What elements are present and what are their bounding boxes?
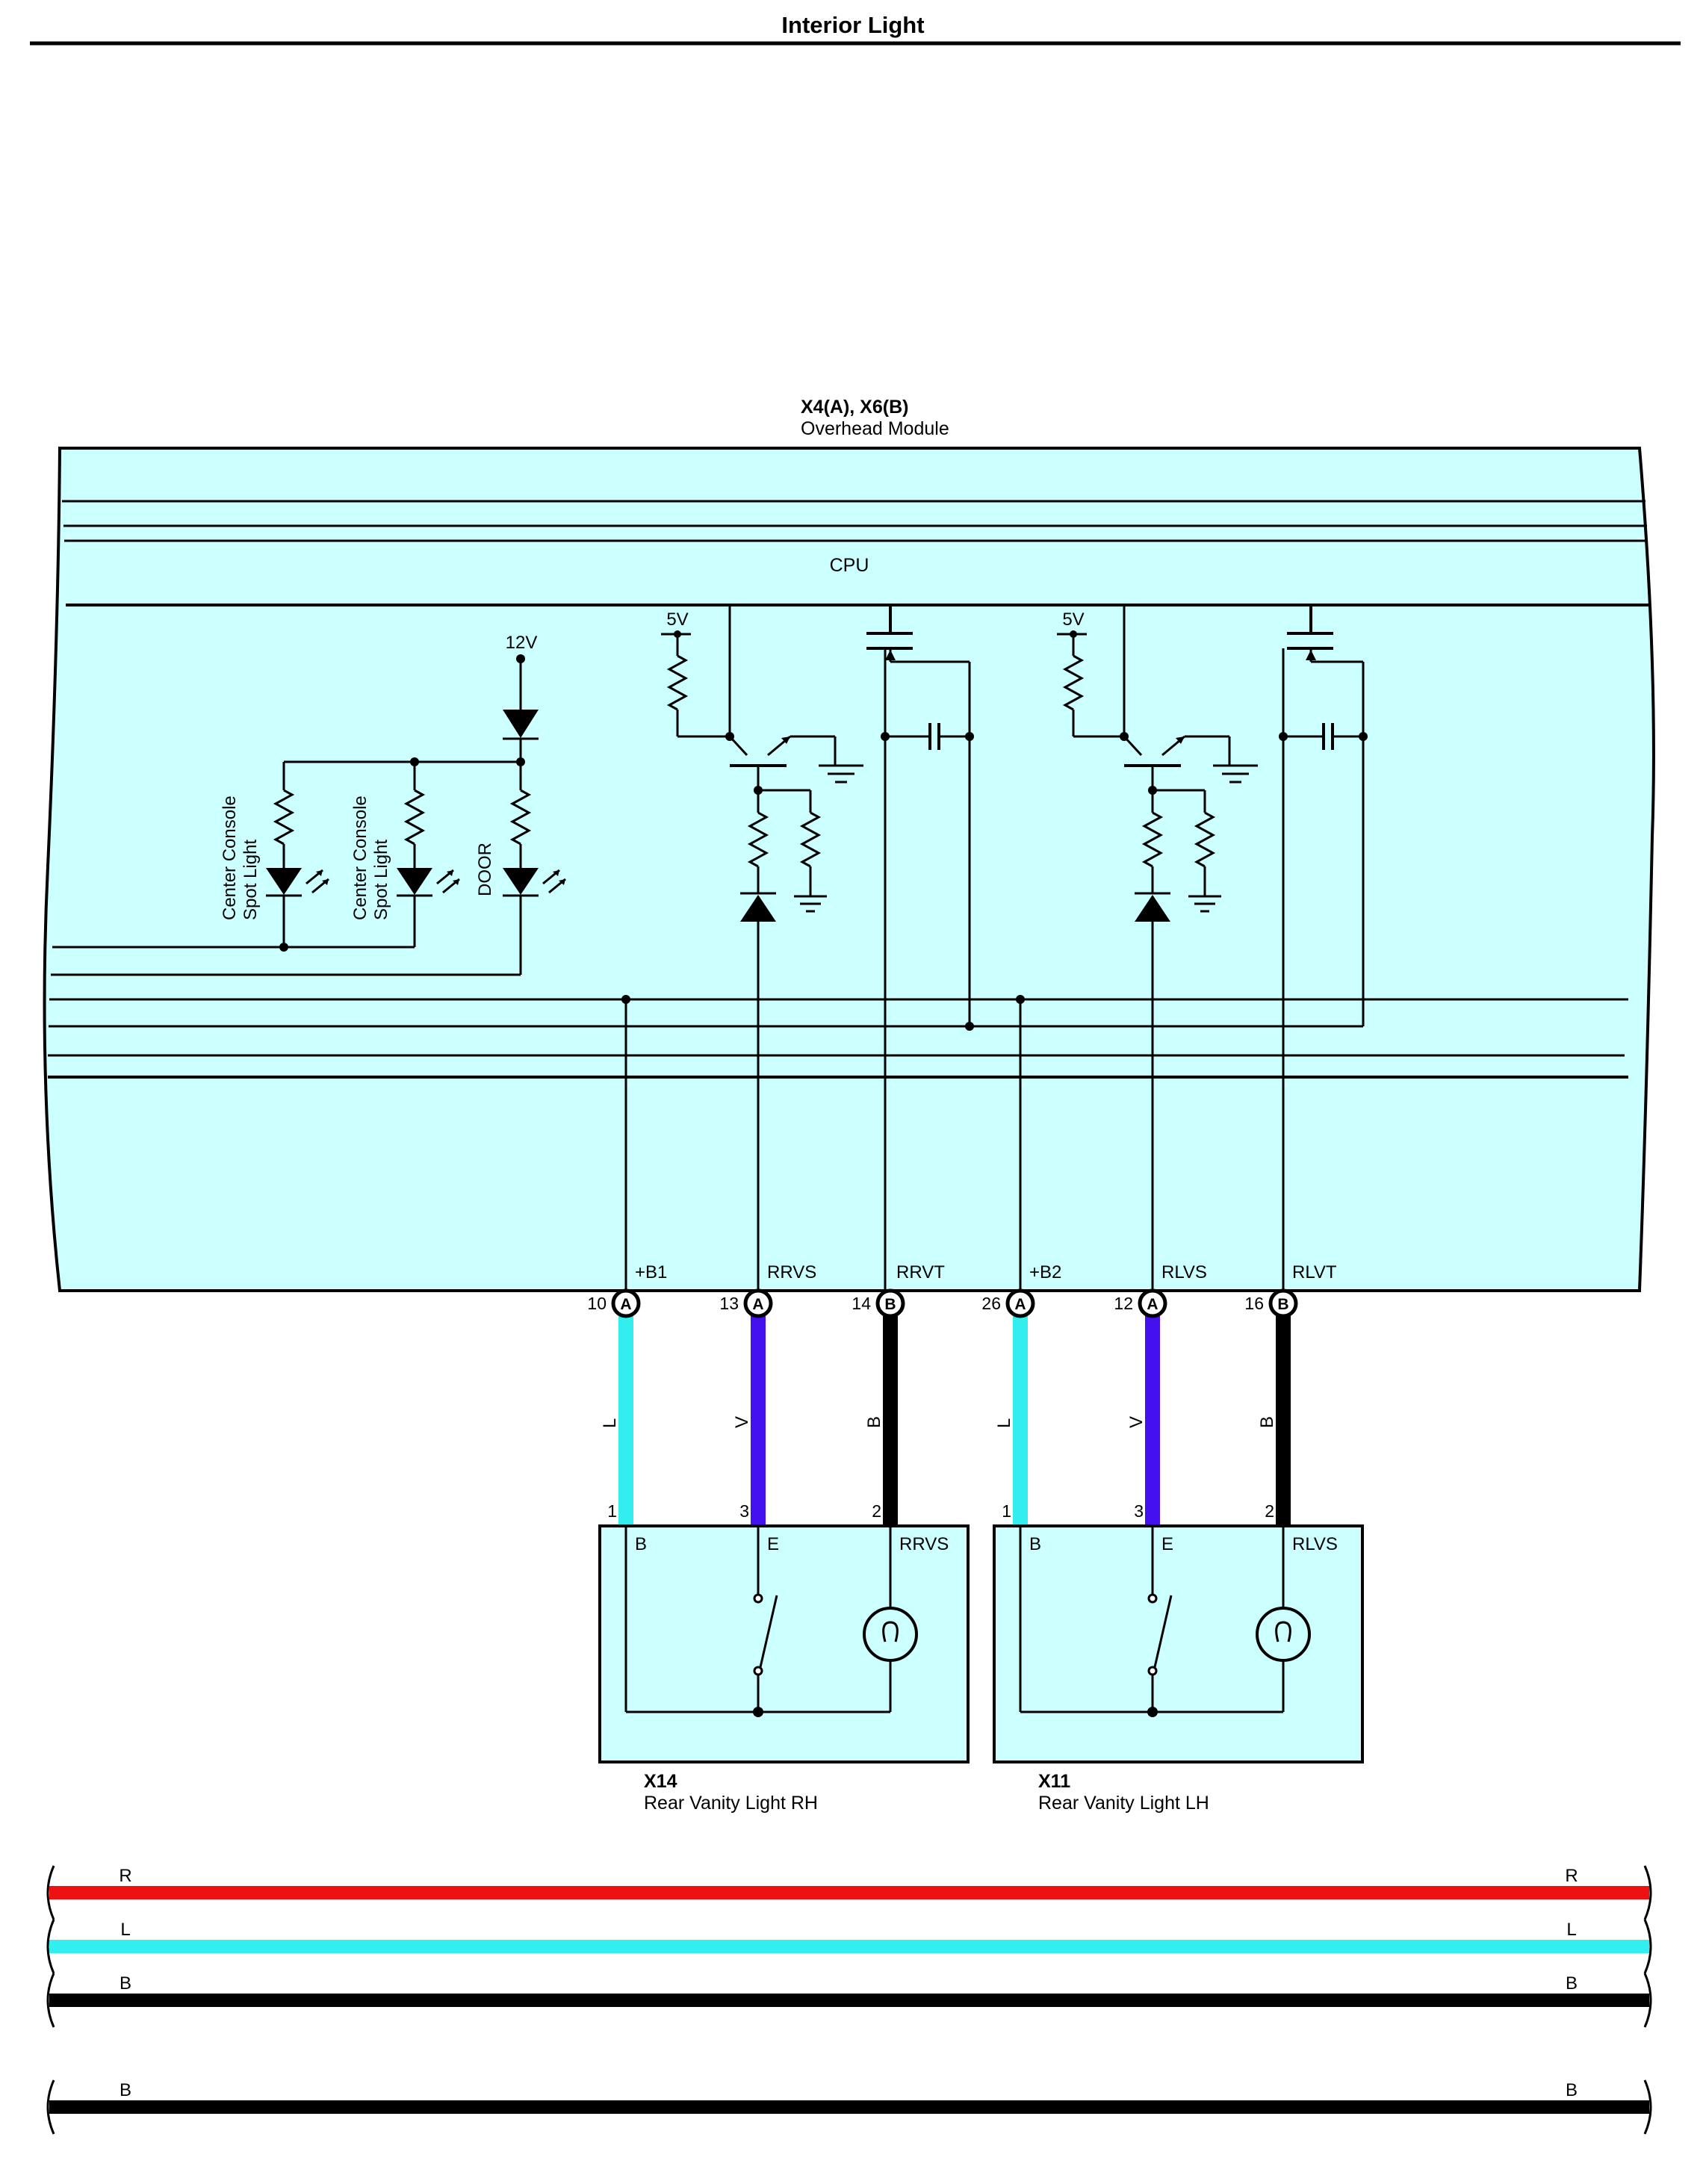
wire-code-rlvs: V bbox=[1126, 1416, 1147, 1428]
svg-text:E: E bbox=[1161, 1534, 1173, 1554]
svg-text:R: R bbox=[119, 1866, 131, 1886]
module-connector-pins: A 10 A 13 B 14 A 26 A 12 B 16 bbox=[587, 1288, 1298, 1318]
switch-lh-icon bbox=[1153, 1595, 1173, 1668]
svg-text:L: L bbox=[120, 1920, 130, 1940]
led-icon-1 bbox=[266, 868, 302, 895]
vanity-light-lh-id: X11 bbox=[1038, 1771, 1070, 1792]
svg-text:DOOR: DOOR bbox=[475, 843, 495, 896]
supply-5v-rh-label: 5V bbox=[666, 609, 688, 630]
harness-lines: R R L L B B B B bbox=[46, 1865, 1652, 2135]
pin-connector-rlvs: A bbox=[1147, 1296, 1158, 1313]
led-resistor-1 bbox=[273, 789, 295, 846]
wire-code-rrvt: B bbox=[864, 1416, 884, 1428]
wire-code-b1: L bbox=[600, 1418, 620, 1428]
svg-text:1: 1 bbox=[1002, 1501, 1011, 1521]
led-icon-2 bbox=[397, 868, 432, 895]
vanity-light-rh-name: Rear Vanity Light RH bbox=[644, 1793, 818, 1814]
pin-connector-rrvs: A bbox=[752, 1296, 763, 1313]
svg-text:R: R bbox=[1565, 1866, 1578, 1886]
pin-number-b1: 10 bbox=[587, 1294, 607, 1313]
vanity-light-rh-body bbox=[598, 1524, 970, 1763]
terminal-label-rrvs: RRVS bbox=[767, 1262, 816, 1282]
cpu-label: CPU bbox=[830, 555, 869, 576]
pin-connector-rlvt: B bbox=[1277, 1296, 1288, 1313]
overhead-module-body bbox=[43, 447, 1655, 1292]
vanity-light-rh: 1 3 2 B E RRVS X14 Rear Vanity Light RH bbox=[598, 1501, 970, 1814]
pin-connector-b1: A bbox=[620, 1296, 631, 1313]
svg-text:L: L bbox=[1566, 1920, 1576, 1940]
overhead-module: X4(A), X6(B) Overhead Module CPU 12V bbox=[43, 397, 1655, 1292]
lh-driver-circuit: 5V bbox=[1057, 605, 1368, 1291]
pin-connector-b2: A bbox=[1014, 1296, 1026, 1313]
switch-rh-icon bbox=[759, 1595, 778, 1668]
svg-text:RLVS: RLVS bbox=[1292, 1534, 1338, 1554]
module-bus-lines bbox=[48, 500, 1651, 1079]
led-section: 12V Center Console Spot Light bbox=[220, 633, 566, 975]
terminal-label-rlvt: RLVT bbox=[1292, 1262, 1337, 1282]
pin-connector-rrvt: B bbox=[884, 1296, 896, 1313]
svg-text:2: 2 bbox=[872, 1501, 881, 1521]
led-label-door: DOOR bbox=[475, 843, 495, 896]
led-label-console-2: Center Console Spot Light bbox=[350, 795, 391, 920]
led-resistor-2 bbox=[403, 789, 426, 846]
svg-text:3: 3 bbox=[739, 1501, 749, 1521]
overhead-module-connector-ids: X4(A), X6(B) bbox=[801, 397, 908, 418]
led-resistor-door bbox=[509, 789, 532, 846]
svg-text:1: 1 bbox=[607, 1501, 617, 1521]
overhead-module-name: Overhead Module bbox=[801, 418, 949, 439]
page-title: Interior Light bbox=[781, 12, 924, 38]
pin-number-rrvt: 14 bbox=[852, 1294, 871, 1313]
supply-diode bbox=[503, 710, 539, 738]
pin-number-b2: 26 bbox=[981, 1294, 1001, 1313]
led-icon-door bbox=[503, 868, 539, 895]
svg-text:3: 3 bbox=[1134, 1501, 1144, 1521]
vanity-light-rh-id: X14 bbox=[644, 1771, 677, 1792]
pin-number-rlvt: 16 bbox=[1244, 1294, 1264, 1313]
terminal-label-b1: +B1 bbox=[635, 1262, 667, 1282]
wire-code-rrvs: V bbox=[732, 1416, 752, 1428]
supply-12v-label: 12V bbox=[506, 633, 538, 653]
wire-code-rlvt: B bbox=[1257, 1416, 1277, 1428]
svg-text:E: E bbox=[767, 1534, 779, 1554]
vanity-light-lh: 1 3 2 B E RLVS X11 Rear Vanity Light LH bbox=[993, 1501, 1364, 1814]
harness-wires: L V B L V B bbox=[600, 1315, 1291, 1525]
svg-text:B: B bbox=[1566, 2080, 1578, 2100]
terminal-label-rlvs: RLVS bbox=[1161, 1262, 1207, 1282]
led-label-console-1: Center Console Spot Light bbox=[220, 795, 261, 920]
svg-text:RRVS: RRVS bbox=[899, 1534, 949, 1554]
svg-text:B: B bbox=[120, 2080, 131, 2100]
svg-text:B: B bbox=[1566, 1973, 1578, 1994]
wire-code-b2: L bbox=[994, 1418, 1014, 1428]
svg-text:Center Console: Center Console bbox=[220, 795, 240, 920]
svg-text:B: B bbox=[1029, 1534, 1041, 1554]
vanity-light-lh-name: Rear Vanity Light LH bbox=[1038, 1793, 1209, 1814]
svg-text:B: B bbox=[635, 1534, 647, 1554]
pin-number-rlvs: 12 bbox=[1114, 1294, 1133, 1313]
svg-text:2: 2 bbox=[1265, 1501, 1274, 1521]
svg-text:Center Console: Center Console bbox=[350, 795, 370, 920]
svg-text:Spot Light: Spot Light bbox=[371, 840, 391, 920]
vanity-light-lh-body bbox=[993, 1524, 1364, 1763]
supply-5v-lh-label: 5V bbox=[1062, 609, 1084, 630]
terminal-label-b2: +B2 bbox=[1029, 1262, 1061, 1282]
rh-driver-circuit: 5V bbox=[661, 605, 974, 1291]
terminal-label-rrvt: RRVT bbox=[896, 1262, 945, 1282]
svg-text:B: B bbox=[120, 1973, 131, 1994]
pin-number-rrvs: 13 bbox=[719, 1294, 739, 1313]
svg-text:Spot Light: Spot Light bbox=[241, 840, 261, 920]
